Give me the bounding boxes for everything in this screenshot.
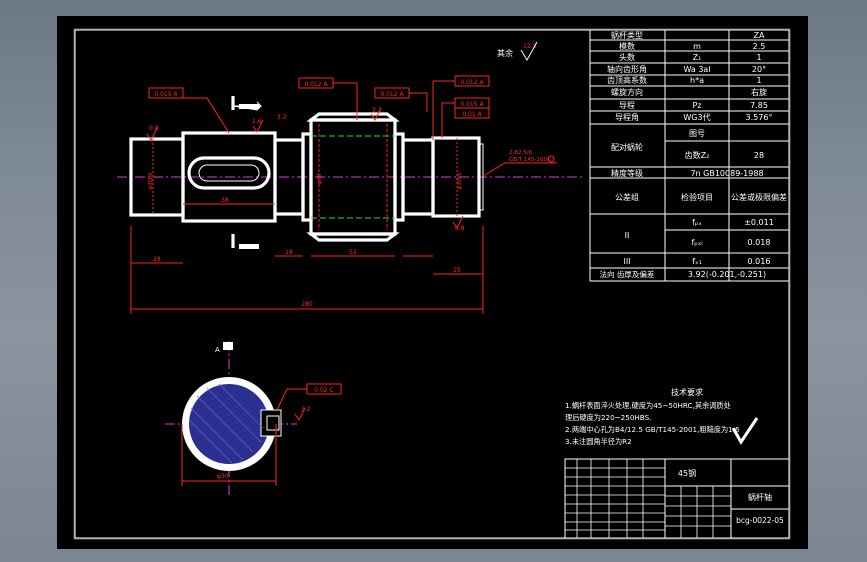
param-name-3: 轴向齿形角 bbox=[607, 64, 647, 74]
fcf-top-left: 0.012 A bbox=[304, 81, 328, 88]
technical-requirements: 技术要求 1.蜗杆表面淬火处理,硬度为45~50HRC,其余调质处 理后硬度为2… bbox=[565, 387, 759, 446]
dim-keyway-diameter: φ38 bbox=[317, 173, 323, 184]
tol-item-label: 检验项目 bbox=[681, 192, 713, 202]
tol-val-0: ±0.011 bbox=[744, 218, 774, 227]
fcf-mid: 0.012 A bbox=[380, 91, 404, 98]
param-val-1: 2.5 bbox=[753, 42, 766, 51]
mating-sub-val-1: 28 bbox=[754, 151, 764, 160]
param-sym-3: Wa 3al bbox=[683, 65, 710, 74]
tol-sym-0: fₚₓ bbox=[692, 218, 702, 227]
drawing-frame-outer bbox=[73, 28, 791, 540]
section-fcf: 0.02 C bbox=[314, 387, 333, 394]
roughness-check-icon bbox=[731, 417, 759, 445]
roughness-other-label: 其余 bbox=[497, 48, 513, 58]
dim-left-journal-length: 28 bbox=[153, 256, 161, 263]
tol-val-1: 0.018 bbox=[748, 238, 771, 247]
drawing-frame bbox=[74, 29, 790, 539]
param-sym-2: Z₁ bbox=[693, 53, 702, 62]
title-block: 45钢 蜗杆轴 bcg-0022-05 bbox=[564, 458, 790, 539]
tol-group-3: III bbox=[623, 257, 630, 266]
param-val-7: 3.576° bbox=[746, 113, 773, 122]
param-val-6: 7.85 bbox=[750, 101, 768, 110]
tech-line-3: 2.两端中心孔为B4/12.5 GB/T145-2001,粗糙度为1.6 bbox=[565, 425, 740, 434]
param-name-0: 蜗杆类型 bbox=[611, 30, 643, 40]
mating-label: 配对蜗轮 bbox=[611, 142, 643, 152]
center-hole-note-1: 2-B2.5/8 bbox=[509, 150, 533, 156]
tol-group-2: II bbox=[625, 231, 630, 240]
section-diameter: φ30 bbox=[217, 473, 229, 480]
tol-sym-2: fₓ₁ bbox=[692, 257, 702, 266]
section-markers bbox=[231, 96, 263, 249]
roughness-4: 3.2 bbox=[372, 107, 382, 114]
fcf-right-1: 0.012 A bbox=[460, 79, 484, 86]
parameter-table: 蜗杆类型 ZA 模数 m 2.5 头数 Z₁ 1 轴向齿形角 Wa 3al 20… bbox=[589, 29, 790, 282]
param-sym-7: WG3代 bbox=[683, 112, 710, 122]
param-val-5: 右旋 bbox=[751, 87, 767, 97]
dim-keyway-length: 38 bbox=[221, 197, 229, 204]
roughness-1: 1.6 bbox=[252, 118, 262, 125]
tech-line-1: 1.蜗杆表面淬火处理,硬度为45~50HRC,其余调质处 bbox=[565, 401, 731, 410]
section-roughness: 3.2 bbox=[301, 406, 311, 413]
shaft-front-view bbox=[117, 112, 582, 242]
roughness-5: 0.8 bbox=[455, 225, 465, 232]
param-name-6: 导程 bbox=[619, 101, 635, 110]
param-name-4: 齿顶高系数 bbox=[607, 75, 647, 85]
accuracy-value: 7n GB10089-1988 bbox=[690, 169, 763, 178]
center-hole-note-2: GB/T 145-2001 bbox=[509, 157, 550, 163]
dim-worm-length: 52 bbox=[349, 249, 357, 256]
accuracy-label: 精度等级 bbox=[611, 168, 643, 178]
param-name-1: 模数 bbox=[619, 41, 635, 51]
section-view-a: A 0.02 C 3.2 φ30 bbox=[165, 341, 342, 496]
mating-sub-name-0: 图号 bbox=[689, 129, 705, 138]
param-name-7: 导程角 bbox=[615, 112, 639, 122]
tech-line-2: 理后硬度为220~250HBS. bbox=[565, 413, 651, 422]
section-label: A bbox=[215, 346, 220, 354]
cad-drawing-sheet: 蜗杆类型 ZA 模数 m 2.5 头数 Z₁ 1 轴向齿形角 Wa 3al 20… bbox=[57, 16, 808, 549]
dim-right-diameter: φ30k6 bbox=[457, 172, 463, 190]
thickness-label: 法向 齿厚及偏差 bbox=[600, 269, 655, 279]
mating-sub-name-1: 齿数Z₂ bbox=[685, 150, 710, 160]
param-sym-6: Pz bbox=[692, 101, 701, 110]
roughness-other-value: 12.5 bbox=[523, 43, 537, 50]
param-val-3: 20° bbox=[752, 65, 766, 74]
param-val-0: ZA bbox=[754, 31, 765, 40]
param-name-5: 螺旋方向 bbox=[611, 87, 643, 97]
param-val-2: 1 bbox=[756, 53, 761, 62]
keyway-slot bbox=[187, 156, 271, 190]
fcf-top-left-2: 0.015 A bbox=[154, 91, 178, 98]
section-hatched-core bbox=[189, 384, 269, 464]
drawing-canvas: 蜗杆类型 ZA 模数 m 2.5 头数 Z₁ 1 轴向齿形角 Wa 3al 20… bbox=[73, 28, 791, 540]
tol-group-label: 公差组 bbox=[615, 192, 639, 202]
tol-value-label: 公差或极限偏差 bbox=[731, 192, 787, 202]
dim-overall-length: 280 bbox=[301, 301, 313, 308]
dim-left-diameter: φ35k6 bbox=[148, 172, 154, 190]
fcf-right-2: 0.015 A bbox=[460, 101, 484, 108]
tol-val-2: 0.016 bbox=[748, 257, 771, 266]
thickness-value: 3.92(-0.201,-0.251) bbox=[688, 270, 766, 279]
tech-line-4: 3.未注圆角半径为R2 bbox=[565, 437, 632, 446]
param-sym-1: m bbox=[693, 42, 701, 51]
roughness-2: 3.2 bbox=[277, 114, 287, 121]
dim-right-journal-length: 25 bbox=[453, 267, 461, 274]
param-name-2: 头数 bbox=[619, 52, 635, 62]
tol-sym-1: fₚₓₗ bbox=[691, 238, 702, 247]
tech-title: 技术要求 bbox=[671, 387, 703, 397]
title-part-name: 蜗杆轴 bbox=[748, 492, 772, 502]
title-material: 45钢 bbox=[678, 468, 696, 478]
fcf-right-3: 0.01 A bbox=[462, 111, 482, 118]
title-drawing-number: bcg-0022-05 bbox=[736, 516, 784, 525]
dim-collar-length: 18 bbox=[285, 249, 293, 256]
roughness-3: 0.8 bbox=[149, 125, 159, 132]
param-val-4: 1 bbox=[756, 76, 761, 85]
param-sym-4: h*a bbox=[690, 76, 704, 85]
dimension-set: 280 28 38 18 52 25 φ35k6 φ38 φ30k6 0.015… bbox=[130, 75, 557, 314]
